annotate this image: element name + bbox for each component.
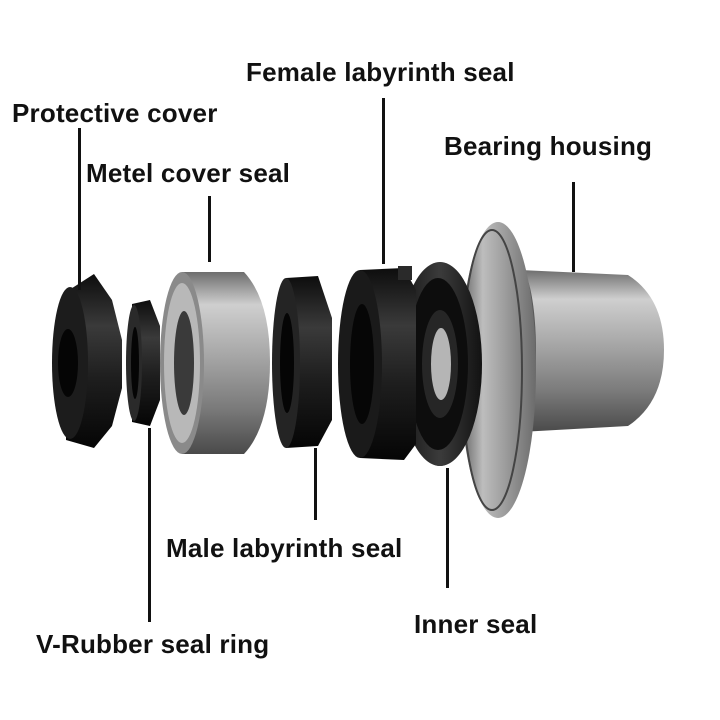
leader-v-rubber-seal-ring (148, 428, 151, 622)
male-labyrinth-seal-part (272, 276, 332, 448)
inner-seal-part (398, 262, 482, 466)
protective-cover-part (52, 274, 122, 448)
label-inner-seal: Inner seal (414, 609, 538, 639)
label-metal-cover-seal: Metel cover seal (86, 158, 291, 188)
leader-protective-cover (78, 128, 81, 290)
metal-cover-seal-part (160, 272, 270, 454)
label-bearing-housing: Bearing housing (444, 131, 653, 161)
label-female-labyrinth-seal: Female labyrinth seal (246, 57, 515, 87)
leader-inner-seal (446, 468, 449, 588)
label-male-labyrinth-seal: Male labyrinth seal (166, 533, 403, 563)
v-rubber-seal-ring-part (126, 300, 160, 426)
leader-female-labyrinth-seal (382, 98, 385, 264)
leader-metal-cover-seal (208, 196, 211, 262)
female-labyrinth-seal-part (338, 266, 416, 460)
label-v-rubber-seal-ring: V-Rubber seal ring (36, 629, 270, 659)
leader-male-labyrinth-seal (314, 448, 317, 520)
label-protective-cover: Protective cover (12, 98, 218, 128)
leader-bearing-housing (572, 182, 575, 272)
